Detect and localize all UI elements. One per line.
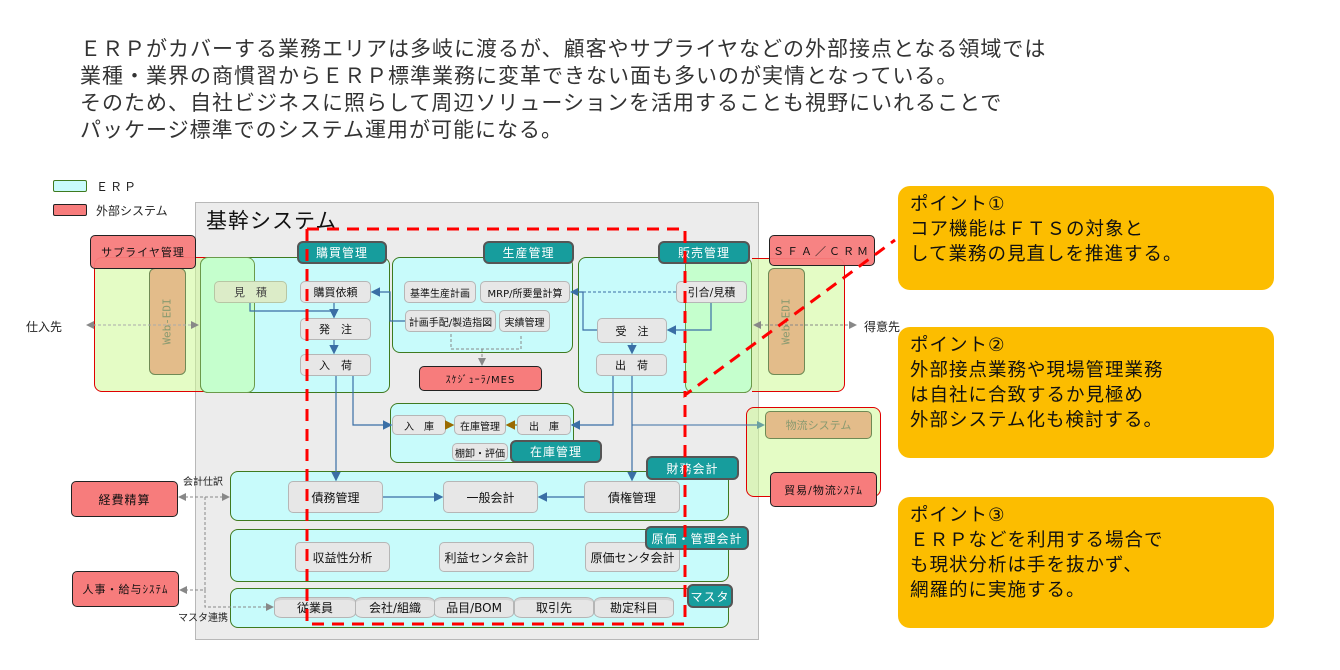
node-mrp: MRP/所要量計算 [480,281,570,303]
logistics-system-box: 物流システム [765,411,872,439]
sfa-crm-box: ＳＦＡ／ＣＲＭ [769,235,875,266]
node-stock-out: 出 庫 [517,415,571,435]
node-actuals: 実績管理 [499,310,550,332]
web-edi-supplier: Web-EDI [149,268,186,375]
node-stocktake-valuation: 棚卸・評価 [452,443,508,461]
master-item: 従業員 [274,597,356,618]
hr-payroll-box: 人事・給与ｼｽﾃﾑ [72,571,179,607]
node-accounts-payable: 債務管理 [288,481,383,513]
master-link-label: マスタ連携 [178,613,228,624]
intro-line: 業種・業界の商慣習からＥＲＰ標準業務に変革できない面も多いのが実情となっている。 [80,64,959,88]
point-callout-3: ポイント③ ＥＲＰなどを利用する場合で も現状分析は手を抜かず、 網羅的に実施す… [898,497,1274,628]
point-callout-1: ポイント① コア機能はＦＴＳの対象と して業務の見直しを推進する。 [898,186,1274,290]
node-master-production-schedule: 基準生産計画 [404,281,476,303]
master-item: 取引先 [514,597,594,618]
node-sales-order: 受 注 [597,318,667,343]
node-purchase-request: 購買依頼 [300,281,371,303]
point-callout-2: ポイント② 外部接点業務や現場管理業務 は自社に合致するか見極め 外部システム化… [898,327,1274,458]
point-line: は自社に合致するか見極め [910,385,1145,406]
tag-cost-accounting: 原価・管理会計 [645,526,749,550]
intro-line: ＥＲＰがカバーする業務エリアは多岐に渡るが、顧客やサプライヤなどの外部接点となる… [80,37,1047,61]
scheduler-mes-box: ｽｹｼﾞｭｰﾗ/MES [419,366,542,391]
expense-settlement-box: 経費精算 [71,481,178,517]
sales-external-overlap [685,257,752,393]
point-title: ポイント② [910,335,1006,356]
point-title: ポイント③ [910,505,1006,526]
node-goods-receipt: 入 荷 [300,354,371,376]
master-item: 品目/BOM [434,597,514,618]
node-production-order: 計画手配/製造指図 [405,310,496,332]
core-system-title: 基幹システム [206,209,338,233]
legend-erp-swatch [53,180,87,192]
legend-erp-label: ＥＲＰ [96,180,139,194]
point-line: 外部システム化も検討する。 [910,410,1163,431]
point-line: コア機能はＦＴＳの対象と [910,219,1145,240]
node-purchase-order: 発 注 [300,318,371,340]
tag-purchasing: 購買管理 [297,241,387,264]
tag-production: 生産管理 [483,241,574,264]
node-profit-center: 利益センタ会計 [439,542,534,572]
legend-external-label: 外部システム [96,204,168,218]
node-estimate: 見 積 [214,281,287,303]
node-profitability-analysis: 収益性分析 [295,542,390,572]
node-accounts-receivable: 債権管理 [584,481,680,513]
point-line: ＥＲＰなどを利用する場合で [910,530,1164,551]
journal-label: 会計仕訳 [183,477,223,488]
point-title: ポイント① [910,194,1006,215]
intro-line: そのため、自社ビジネスに照らして周辺ソリューションを活用することも視野にいれるこ… [80,91,1003,115]
legend-external-swatch [53,204,87,216]
tag-sales: 販売管理 [658,241,750,264]
customer-label: 得意先 [864,320,901,334]
node-inquiry-quote: 引合/見積 [676,281,747,303]
purchasing-external-overlap [200,257,255,393]
tag-finance: 財務会計 [646,456,739,480]
node-general-ledger: 一般会計 [443,481,538,513]
master-item: 勘定科目 [594,597,674,618]
node-stock-in: 入 庫 [392,415,446,435]
point-line: 外部接点業務や現場管理業務 [910,360,1164,381]
supplier-label: 仕入先 [26,320,63,334]
production-area [392,257,573,353]
intro-paragraph: ＥＲＰがカバーする業務エリアは多岐に渡るが、顧客やサプライヤなどの外部接点となる… [80,36,1280,144]
node-stock-control: 在庫管理 [454,415,506,435]
point-line: 網羅的に実施する。 [910,580,1086,601]
point-line: して業務の見直しを推進する。 [910,244,1183,265]
tag-inventory: 在庫管理 [510,440,602,463]
trade-logistics-box: 貿易/物流ｼｽﾃﾑ [770,472,877,507]
supplier-management-box: サプライヤ管理 [90,235,196,269]
web-edi-customer: Web-EDI [768,268,805,375]
tag-master: マスタ [687,584,733,608]
master-item: 会社/組織 [355,597,435,618]
point-line: も現状分析は手を抜かず、 [910,555,1143,576]
intro-line: パッケージ標準でのシステム運用が可能になる。 [80,118,563,142]
node-shipment: 出 荷 [596,354,667,376]
